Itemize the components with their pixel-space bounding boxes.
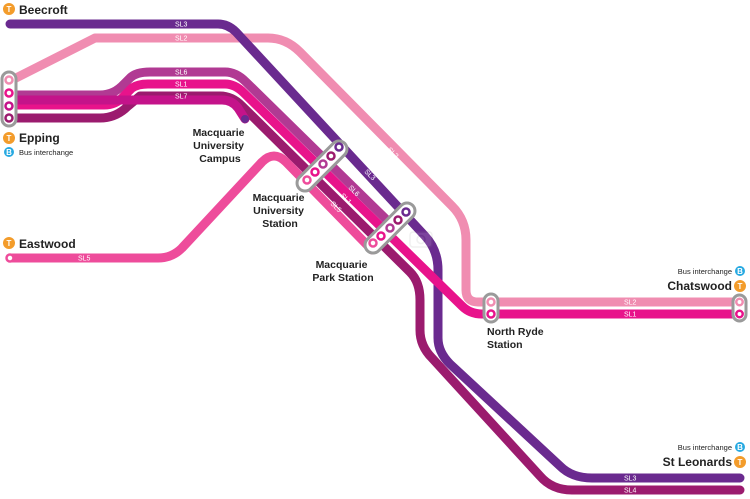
mq-park-stop-4 xyxy=(393,215,403,225)
route-label-sl7: SL7 xyxy=(175,94,188,101)
beecroft-stop xyxy=(6,20,14,28)
mq-station-stop-4 xyxy=(326,151,336,161)
epping-stop-sl4 xyxy=(4,113,14,123)
route-sl5-line xyxy=(5,151,377,263)
route-sl2-line xyxy=(7,33,745,307)
route-label-sl3-east: SL3 xyxy=(624,476,637,483)
mq-park-stop-2 xyxy=(376,231,386,241)
route-sl6-line xyxy=(7,67,400,233)
mq-park-stop-3 xyxy=(385,223,395,233)
mq-campus-stop xyxy=(241,115,249,123)
station-sublabel-epping: Bus interchange xyxy=(19,148,73,157)
chatswood-bus-icon-glyph: B xyxy=(737,267,743,276)
mq-station-stop-1 xyxy=(302,175,312,185)
station-label-chatswood: Chatswood xyxy=(667,279,732,293)
epping-bus-icon xyxy=(4,147,14,157)
station-label-north-ryde: North Ryde Station xyxy=(487,326,547,351)
station-label-mq-campus: Macquarie University Campus xyxy=(193,127,248,165)
epping-stop-sl2 xyxy=(4,75,14,85)
station-label-st-leonards: St Leonards xyxy=(663,455,733,469)
route-label-sl1: SL1 xyxy=(175,82,188,89)
epping-stop-sl1 xyxy=(4,88,14,98)
station-label-mq-park: Macquarie Park Station xyxy=(312,259,373,284)
route-sl3-line xyxy=(5,19,745,483)
eastwood-train-icon-glyph: T xyxy=(7,239,12,248)
epping-bus-icon-glyph: B xyxy=(6,148,12,157)
chatswood-train-icon xyxy=(734,280,746,292)
epping-train-icon xyxy=(3,132,15,144)
route-label-sl6: SL6 xyxy=(175,70,188,77)
mq-station-stop-3 xyxy=(318,159,328,169)
chatswood-stop-sl2 xyxy=(735,297,744,307)
chatswood-stop-sl1 xyxy=(735,309,744,319)
station-sublabel-chatswood: Bus interchange xyxy=(678,267,732,276)
camera-icon xyxy=(409,231,433,248)
mq-station-stop-5 xyxy=(334,142,344,152)
st-leonards-train-icon-glyph: T xyxy=(738,458,743,467)
mq-park-stop-1 xyxy=(368,238,378,248)
epping-stop-sl7 xyxy=(4,101,14,111)
route-label-sl2: SL2 xyxy=(175,36,188,43)
beecroft-train-icon xyxy=(3,3,15,15)
station-label-beecroft: Beecroft xyxy=(19,3,68,17)
st-leonards-train-icon xyxy=(734,456,746,468)
eastwood-train-icon xyxy=(3,237,15,249)
st-leonards-bus-icon xyxy=(735,442,745,452)
chatswood-bus-icon xyxy=(735,266,745,276)
route-label-sl2-east: SL2 xyxy=(624,300,637,307)
route-label-sl4-east: SL4 xyxy=(624,488,637,495)
north-ryde-stop-sl2 xyxy=(486,297,496,307)
st-leonards-bus-icon-glyph: B xyxy=(737,443,743,452)
station-label-epping: Epping xyxy=(19,131,60,145)
north-ryde-stop-sl1 xyxy=(486,309,496,319)
station-label-mq-station: Macquarie University Station xyxy=(253,192,308,230)
station-label-eastwood: Eastwood xyxy=(19,237,76,251)
mq-station-stop-2 xyxy=(310,167,320,177)
mq-park-stop-5 xyxy=(401,207,411,217)
epping-interchange-marker xyxy=(0,70,18,128)
epping-train-icon-glyph: T xyxy=(7,134,12,143)
chatswood-train-icon-glyph: T xyxy=(738,282,743,291)
eastwood-stop xyxy=(5,253,15,263)
route-label-sl1-east: SL1 xyxy=(624,312,637,319)
route-label-sl3: SL3 xyxy=(175,22,188,29)
route-sl7-line xyxy=(7,95,250,124)
station-sublabel-st-leonards: Bus interchange xyxy=(678,443,732,452)
beecroft-train-icon-glyph: T xyxy=(7,5,12,14)
route-sl1-line xyxy=(7,79,745,319)
route-label-sl5-west: SL5 xyxy=(78,256,91,263)
route-sl4-line xyxy=(7,91,745,495)
